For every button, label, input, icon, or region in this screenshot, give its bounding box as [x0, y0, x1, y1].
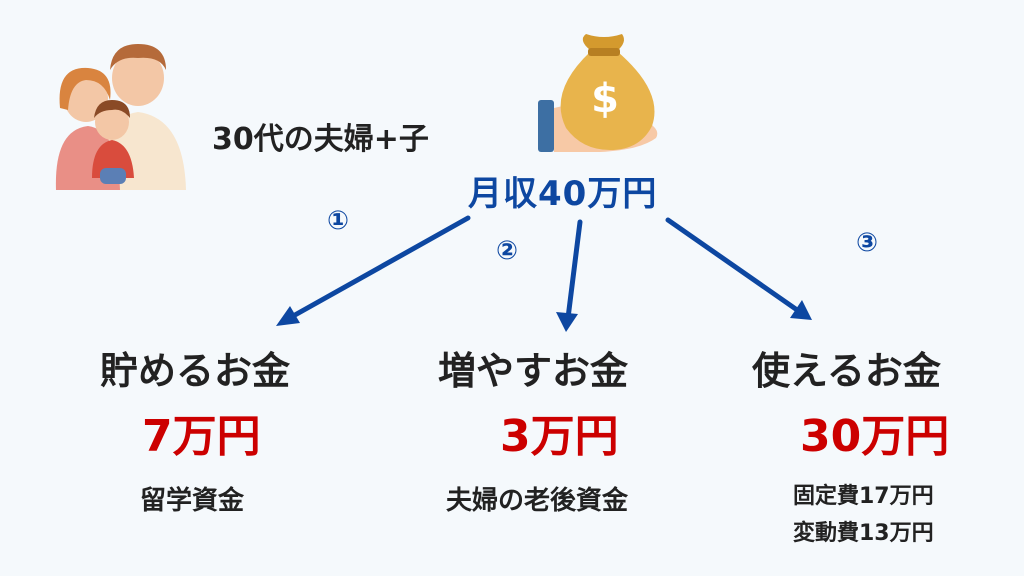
- step-marker-1: ①: [327, 206, 350, 236]
- arrow-to-savings: [276, 215, 471, 326]
- investment-note: 夫婦の老後資金: [446, 486, 629, 516]
- money-bag-hand-icon: $: [538, 34, 658, 152]
- spending-amount: 30万円: [800, 411, 950, 462]
- savings-note: 留学資金: [140, 486, 245, 516]
- family-label: 30代の夫婦+子: [212, 122, 429, 157]
- spending-note-variable: 変動費13万円: [793, 521, 934, 546]
- investment-amount: 3万円: [500, 411, 619, 462]
- dollar-sign: $: [591, 76, 619, 122]
- monthly-income-label: 月収40万円: [468, 174, 658, 214]
- arrow-to-investment: [556, 219, 583, 332]
- category-investment-title: 増やすお金: [438, 349, 629, 393]
- savings-amount: 7万円: [142, 411, 261, 462]
- arrow-to-spending: [665, 217, 812, 320]
- category-savings-title: 貯めるお金: [100, 349, 291, 393]
- spending-note-fixed: 固定費17万円: [793, 484, 934, 509]
- category-spending-title: 使えるお金: [752, 349, 941, 393]
- step-marker-2: ②: [496, 236, 519, 266]
- family-illustration-icon: [55, 44, 186, 190]
- step-marker-3: ③: [856, 228, 879, 258]
